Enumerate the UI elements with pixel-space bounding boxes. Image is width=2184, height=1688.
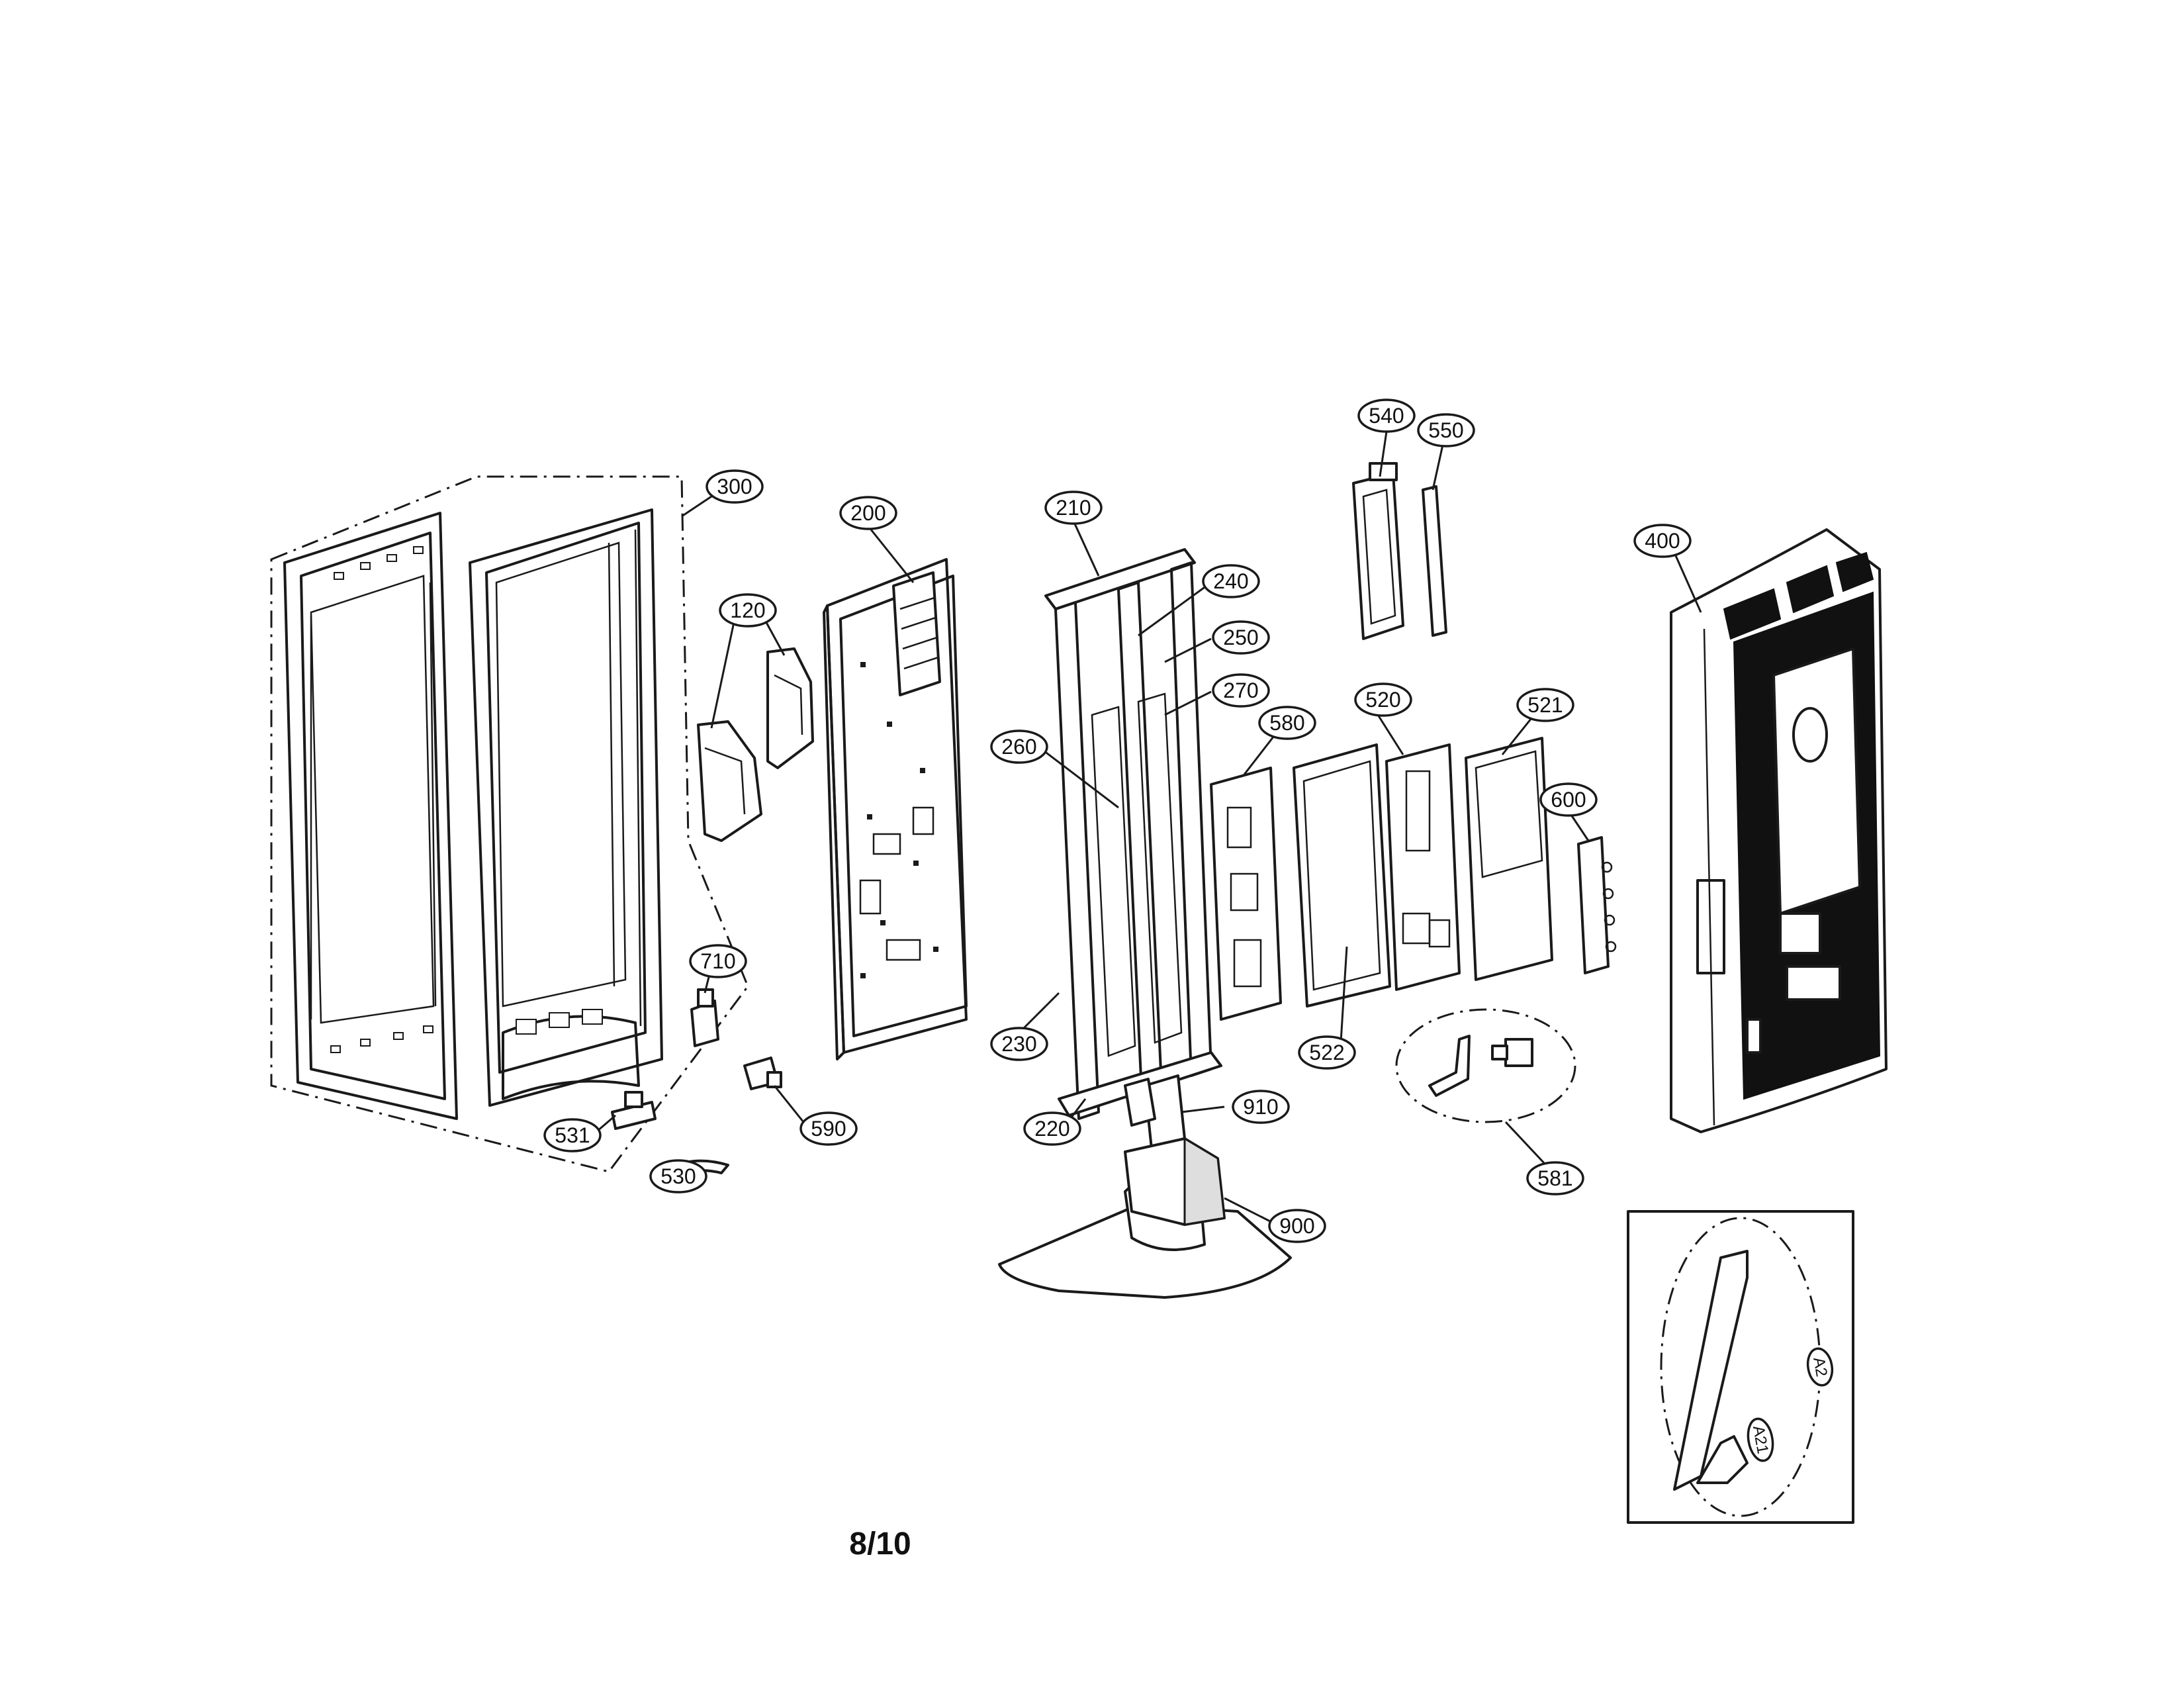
callout-230: 230 — [990, 1027, 1048, 1061]
part-520-board — [1385, 743, 1461, 991]
callout-910: 910 — [1232, 1090, 1290, 1124]
callout-550: 550 — [1417, 413, 1475, 447]
callout-260: 260 — [990, 729, 1048, 764]
callout-200: 200 — [839, 496, 897, 530]
callout-240: 240 — [1202, 564, 1260, 598]
part-580-board — [1210, 767, 1282, 1021]
callout-label: 580 — [1269, 711, 1304, 735]
callout-581: 581 — [1526, 1161, 1584, 1196]
part-531-button — [611, 1091, 657, 1130]
callout-220: 220 — [1023, 1111, 1081, 1146]
part-550-strip — [1422, 485, 1447, 637]
callout-580: 580 — [1258, 706, 1316, 740]
part-400-back-cover — [1670, 528, 1888, 1133]
part-540-bracket — [1352, 462, 1404, 640]
callout-522: 522 — [1298, 1035, 1356, 1070]
callout-540: 540 — [1357, 399, 1416, 433]
part-581-boundary — [1395, 1008, 1576, 1123]
callout-label: 710 — [700, 949, 735, 973]
part-910-stand-bracket — [1124, 1074, 1186, 1150]
part-210-frame — [1044, 548, 1222, 1120]
callout-400: 400 — [1633, 524, 1692, 558]
callout-label: A2 — [1809, 1356, 1831, 1378]
callout-710: 710 — [689, 944, 747, 978]
callout-label: 270 — [1223, 679, 1258, 702]
front-bezel-assembly — [270, 475, 749, 1173]
part-581-group — [1395, 1008, 1576, 1123]
part-600-terminal — [1577, 836, 1617, 974]
part-521-shield — [1465, 737, 1553, 981]
callout-label: 600 — [1551, 788, 1586, 812]
callout-label: 220 — [1034, 1117, 1069, 1141]
callout-A21: A21 — [1747, 1417, 1774, 1462]
callout-label: 900 — [1279, 1214, 1314, 1238]
callout-531: 531 — [543, 1118, 602, 1152]
callout-210: 210 — [1044, 491, 1103, 525]
callout-520: 520 — [1354, 682, 1412, 717]
callout-label: 120 — [730, 598, 765, 622]
callout-label: 300 — [717, 475, 752, 498]
part-900-stand — [998, 1137, 1292, 1299]
part-710-bracket — [690, 988, 719, 1047]
callout-300: 300 — [705, 469, 764, 504]
callout-label: 520 — [1365, 688, 1400, 712]
callout-530: 530 — [649, 1159, 707, 1194]
callout-label: 260 — [1001, 735, 1036, 759]
page-number: 8/10 — [849, 1526, 911, 1562]
callout-521: 521 — [1516, 688, 1574, 722]
callout-label: 521 — [1527, 693, 1563, 717]
callout-label: 530 — [660, 1164, 696, 1188]
callout-label: 590 — [811, 1117, 846, 1141]
callout-120: 120 — [719, 593, 777, 628]
part-522-board — [1293, 743, 1391, 1008]
callout-label: 550 — [1428, 418, 1463, 442]
callout-label: 230 — [1001, 1032, 1036, 1056]
callout-label: 531 — [555, 1123, 590, 1147]
part-120-brackets — [697, 647, 814, 842]
callout-A2: A2 — [1806, 1347, 1834, 1387]
callout-250: 250 — [1212, 620, 1270, 655]
callout-900: 900 — [1268, 1209, 1326, 1243]
callout-label: 200 — [850, 501, 886, 525]
callout-label: 400 — [1645, 529, 1680, 553]
callout-600: 600 — [1539, 782, 1598, 817]
callout-label: 910 — [1243, 1095, 1278, 1119]
callout-label: 240 — [1213, 569, 1248, 593]
bezel-group-boundary — [270, 475, 749, 1173]
callout-270: 270 — [1212, 673, 1270, 708]
callout-label: 540 — [1369, 404, 1404, 428]
callout-label: 581 — [1537, 1166, 1572, 1190]
callout-label: 210 — [1056, 496, 1091, 520]
callout-590: 590 — [799, 1111, 858, 1146]
callout-label: 522 — [1309, 1041, 1344, 1064]
part-590-bracket — [743, 1056, 782, 1090]
part-200-chassis — [823, 558, 968, 1060]
callout-label: 250 — [1223, 626, 1258, 649]
